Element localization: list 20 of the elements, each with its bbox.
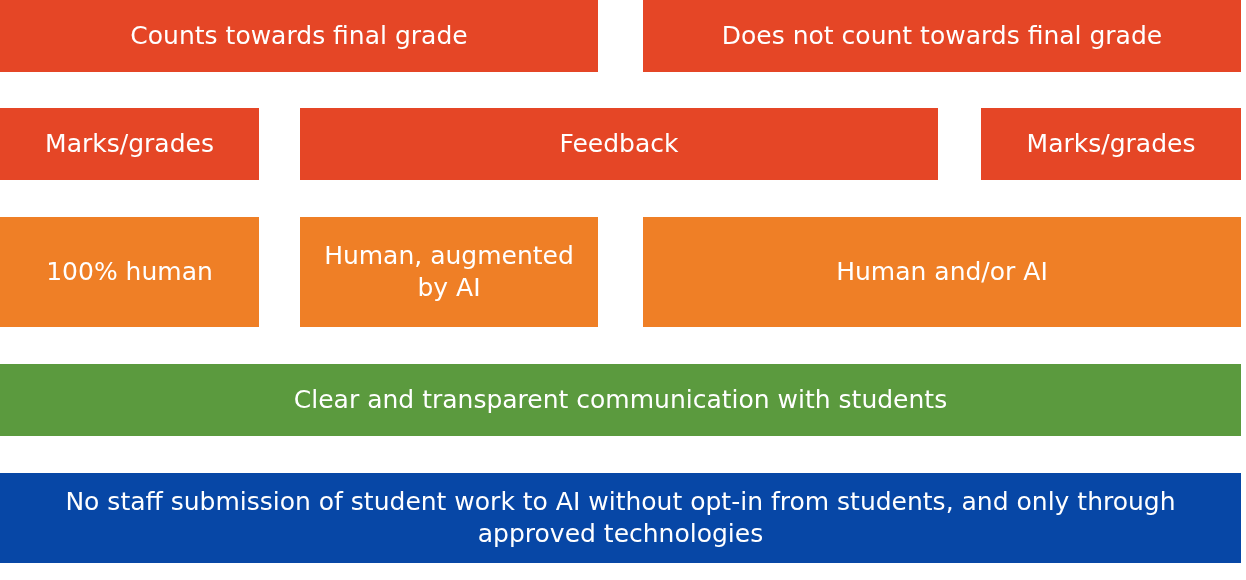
category-box — [643, 217, 1241, 327]
category-box — [300, 108, 938, 180]
box-label: Marks/grades — [1026, 127, 1196, 160]
box-label: Human, augmented by AI — [323, 239, 575, 304]
box-label: Counts towards final grade — [130, 19, 468, 52]
category-box — [643, 0, 1241, 72]
box-label: Feedback — [559, 127, 679, 160]
category-box — [0, 0, 598, 72]
category-box — [0, 364, 1241, 436]
category-box — [0, 473, 1241, 563]
category-box — [0, 217, 259, 327]
box-label: Clear and transparent communication with students — [293, 383, 948, 416]
category-box — [0, 108, 259, 180]
box-label: Human and/or AI — [836, 255, 1048, 288]
box-label: Marks/grades — [45, 127, 214, 160]
category-box — [300, 217, 598, 327]
box-label: 100% human — [46, 255, 213, 288]
category-box — [981, 108, 1241, 180]
box-label: Does not count towards final grade — [721, 19, 1163, 52]
box-label: No staff submission of student work to AI without opt-in from students, and only through approved technologies — [64, 485, 1177, 550]
